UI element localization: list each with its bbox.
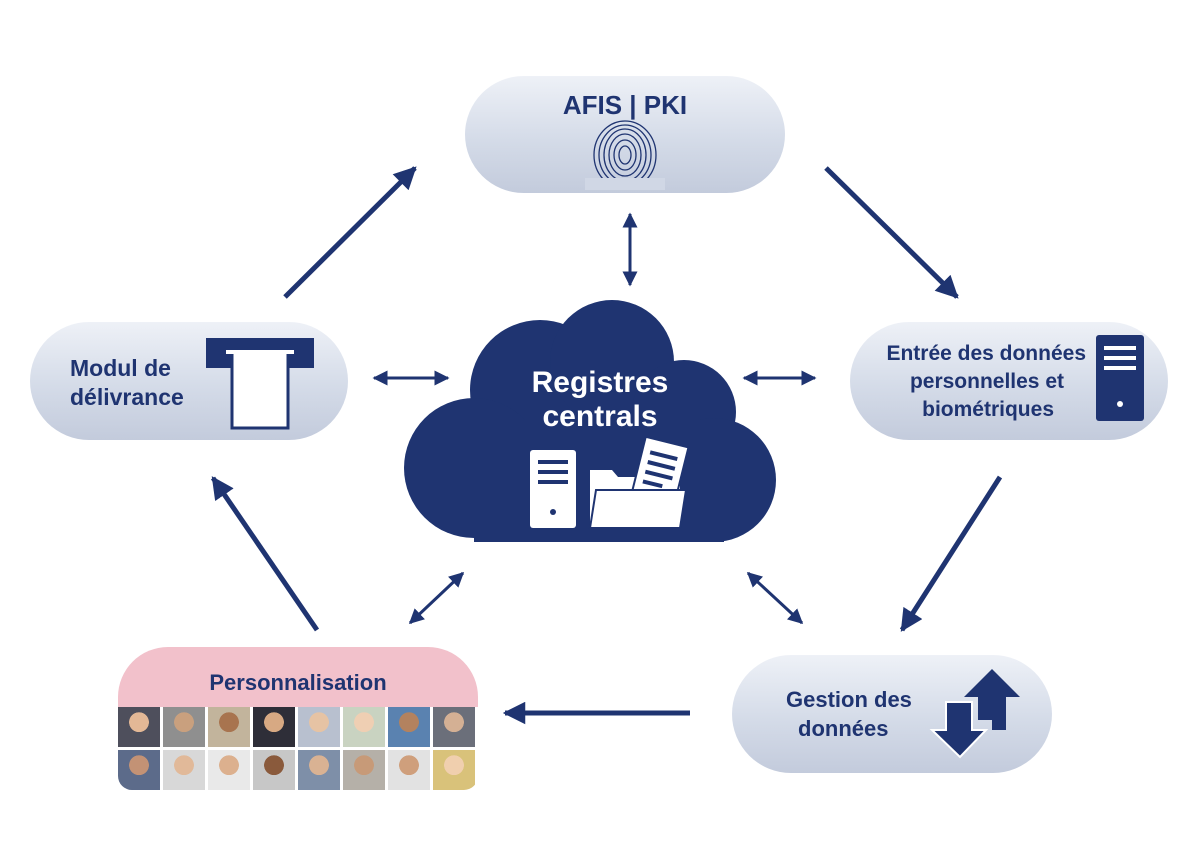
- portrait-photo: [208, 707, 250, 747]
- portrait-photo: [253, 707, 295, 747]
- portrait-photo: [163, 707, 205, 747]
- portrait-photo: [118, 750, 160, 790]
- delivery-label-line1: Modul de: [70, 355, 171, 381]
- entry-label-line3: biométriques: [922, 398, 1054, 421]
- portrait-photo: [343, 750, 385, 790]
- entry-label-line2: personnelles et: [909, 370, 1064, 393]
- center-label-line1: Registres: [531, 366, 669, 399]
- afis-label: AFIS | PKI: [562, 90, 688, 120]
- double-arrow-management-center: [746, 571, 804, 625]
- server-icon: [530, 450, 576, 528]
- management-label-line2: données: [798, 716, 889, 741]
- portrait-photo: [163, 750, 205, 790]
- faces-grid: [118, 707, 478, 790]
- management-label-line1: Gestion des: [786, 687, 912, 712]
- arrow-afis-to-entry: [824, 166, 959, 299]
- portrait-photo: [253, 750, 295, 790]
- arrow-delivery-to-afis: [283, 166, 417, 299]
- folder-document-icon: [588, 435, 690, 529]
- portrait-photo: [298, 750, 340, 790]
- portrait-photo: [433, 707, 475, 747]
- portrait-photo: [208, 750, 250, 790]
- double-arrow-personalisation-center: [408, 571, 465, 625]
- entry-label-line1: Entrée des données: [886, 342, 1086, 365]
- personalisation-label: Personnalisation: [209, 670, 387, 695]
- portrait-photo: [343, 707, 385, 747]
- arrow-personalisation-to-delivery: [210, 476, 320, 632]
- center-label-line2: centrals: [542, 400, 658, 433]
- personalisation-banner: [118, 647, 478, 707]
- portrait-photo: [118, 707, 160, 747]
- portrait-photo: [433, 750, 475, 790]
- portrait-photo: [388, 707, 430, 747]
- portrait-photo: [298, 707, 340, 747]
- delivery-label-line2: délivrance: [70, 384, 184, 410]
- portrait-photo: [388, 750, 430, 790]
- arrow-entry-to-management: [899, 475, 1003, 632]
